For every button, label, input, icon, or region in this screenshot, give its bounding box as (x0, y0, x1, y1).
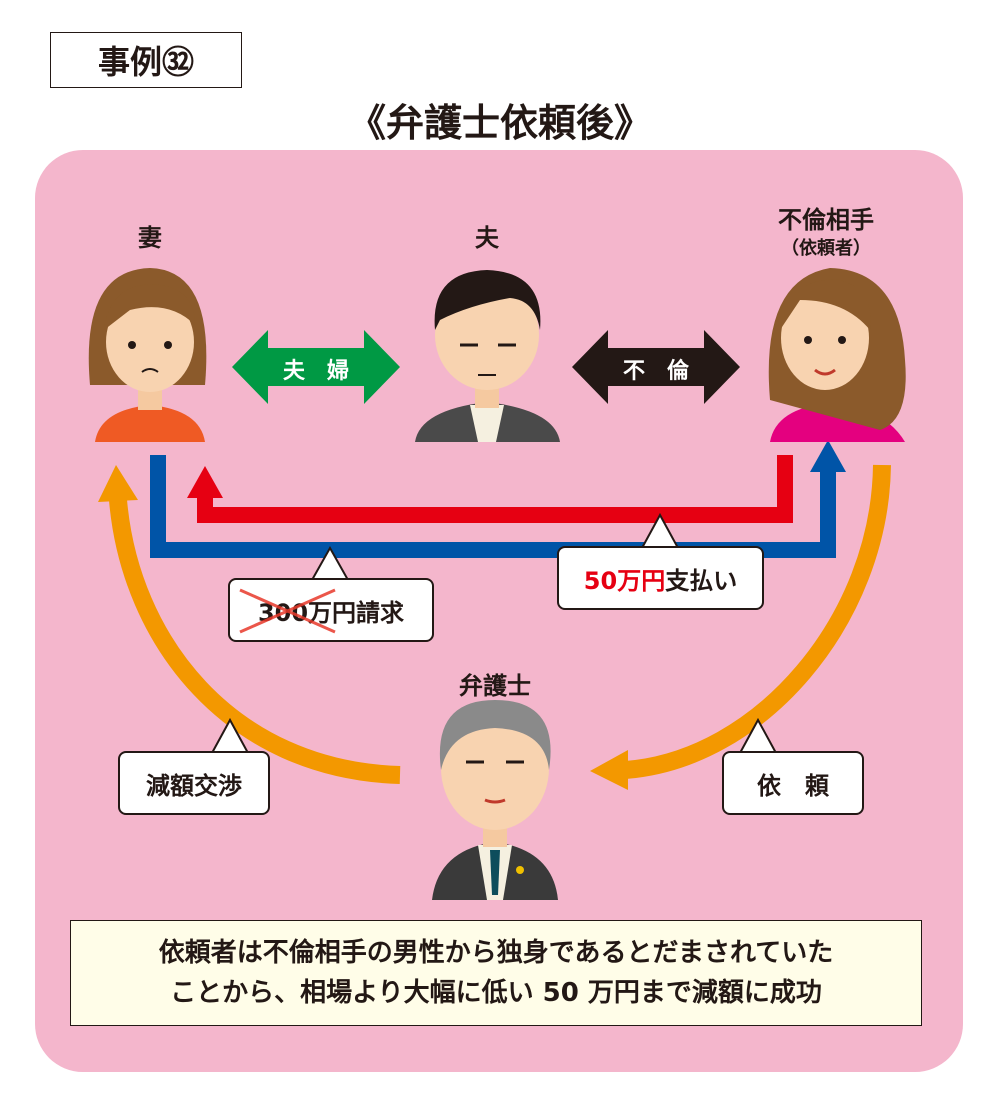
note-line-2: ことから、相場より大幅に低い 50 万円まで減額に成功 (170, 978, 822, 1008)
payment-suffix: 支払い (665, 566, 738, 595)
request-callout: 依 頼 (722, 751, 864, 815)
married-label: 夫 婦 (282, 359, 349, 384)
negotiation-callout: 減額交渉 (118, 751, 270, 815)
summary-note: 依頼者は不倫相手の男性から独身であるとだまされていた ことから、相場より大幅に低… (70, 920, 922, 1026)
blue-claim-arrow (150, 455, 836, 558)
red-payment-arrow (197, 455, 793, 523)
affair-label: 不 倫 (622, 359, 689, 384)
husband-figure (415, 270, 560, 442)
married-arrow (232, 330, 400, 404)
wife-figure (88, 268, 207, 442)
payment-amount: 50万円 (583, 566, 666, 595)
lawyer-figure (432, 700, 558, 900)
partner-label: 不倫相手 (778, 206, 874, 234)
claim-callout: 300万円請求 (228, 578, 434, 642)
note-line-1: 依頼者は不倫相手の男性から独身であるとだまされていた (158, 938, 834, 968)
husband-label: 夫 (475, 224, 499, 252)
claim-suffix: 請求 (356, 598, 405, 627)
orange-negotiation-arrow (109, 499, 401, 784)
wife-label: 妻 (138, 224, 162, 252)
affair-arrow (572, 330, 740, 404)
partner-figure (768, 268, 906, 442)
page-title: 《弁護士依頼後》 (347, 101, 652, 145)
case-label: 事例㉜ (50, 32, 242, 88)
partner-sub-label: （依頼者） (781, 238, 871, 259)
payment-callout: 50万円支払い (557, 546, 764, 610)
orange-request-arrow (624, 464, 891, 779)
lawyer-label: 弁護士 (459, 672, 531, 700)
claim-amount: 300万円 (257, 598, 357, 627)
